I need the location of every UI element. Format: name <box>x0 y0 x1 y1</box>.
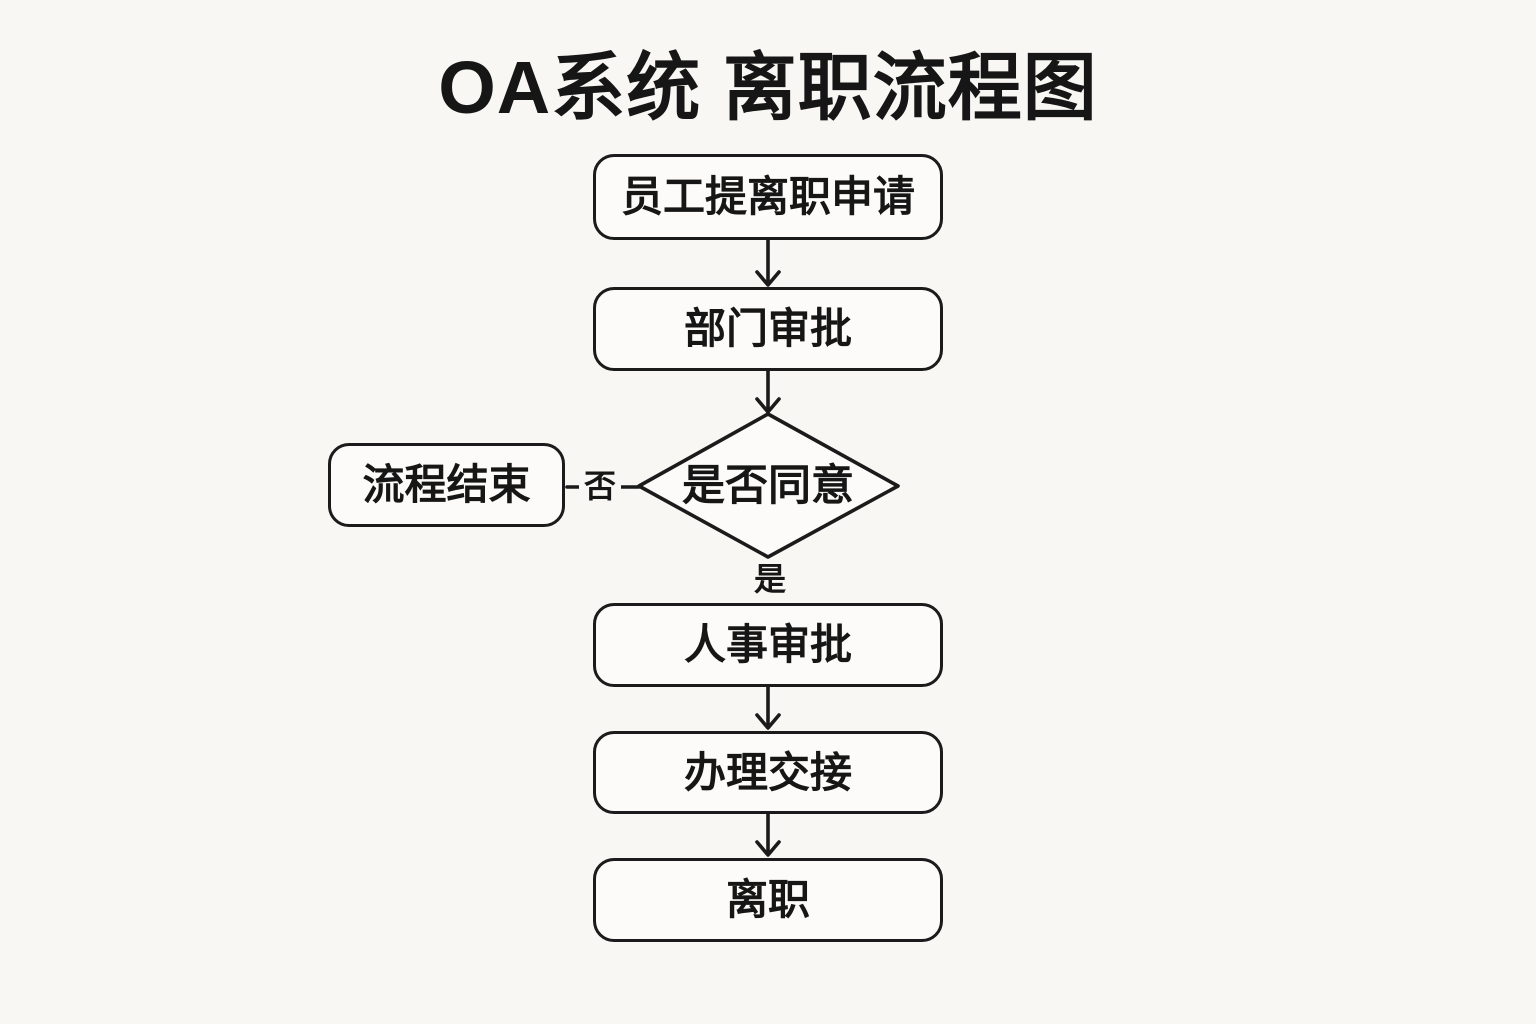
node-decision-label: 是否同意 <box>682 461 854 510</box>
node-process-end-label: 流程结束 <box>362 461 531 508</box>
edge-start-to-dept <box>755 238 781 287</box>
edge-dept-to-decision <box>755 369 781 414</box>
node-handover-label: 办理交接 <box>683 748 852 796</box>
node-hr-approval-label: 人事审批 <box>683 621 852 668</box>
node-start-label: 员工提离职申请 <box>620 173 915 220</box>
node-resign: 离职 <box>593 858 943 942</box>
page-title: OA系统 离职流程图 <box>438 46 1098 129</box>
node-dept-approval: 部门审批 <box>593 287 943 371</box>
edge-handover-to-resign <box>755 812 781 857</box>
node-decision: 是否同意 <box>638 440 898 532</box>
edge-label-yes: 是 <box>749 561 792 597</box>
decision-diamond-shape <box>637 412 900 559</box>
node-process-end: 流程结束 <box>328 443 565 527</box>
edge-hr-to-handover <box>755 685 781 730</box>
node-handover: 办理交接 <box>593 731 943 814</box>
node-dept-approval-label: 部门审批 <box>683 305 852 352</box>
edge-label-no: 否 <box>579 468 622 504</box>
node-start: 员工提离职申请 <box>593 154 943 240</box>
node-hr-approval: 人事审批 <box>593 603 943 687</box>
node-resign-label: 离职 <box>725 876 810 923</box>
